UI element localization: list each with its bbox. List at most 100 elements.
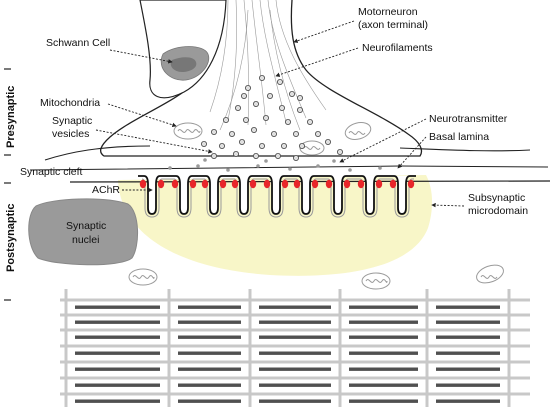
basal-lamina-folds bbox=[141, 178, 414, 218]
synaptic-vesicle bbox=[288, 91, 295, 98]
achr-receptor bbox=[263, 179, 271, 189]
neurotransmitter-dot bbox=[332, 159, 336, 163]
neurotransmitter-dot bbox=[348, 168, 352, 172]
synaptic-vesicle bbox=[258, 142, 265, 149]
thin-filament bbox=[60, 328, 530, 332]
z-line bbox=[64, 289, 68, 407]
synaptic-vesicle bbox=[292, 154, 299, 161]
label-motorneuron: Motorneuron bbox=[358, 6, 418, 18]
thick-filament bbox=[349, 399, 418, 403]
myofibrils bbox=[60, 289, 530, 407]
label-basal-lamina: Basal lamina bbox=[429, 131, 489, 143]
label-synaptic-nuclei-1: Synaptic bbox=[66, 220, 106, 232]
thick-filament bbox=[436, 305, 500, 309]
thick-filament bbox=[349, 320, 418, 324]
synaptic-vesicle bbox=[276, 79, 283, 86]
achr-receptor bbox=[389, 179, 397, 189]
mitochondrion bbox=[476, 264, 504, 284]
synaptic-vesicle bbox=[278, 105, 285, 112]
label-subsynaptic-2: microdomain bbox=[468, 205, 528, 217]
schwann-nucleus-inner bbox=[170, 57, 197, 72]
synaptic-vesicle bbox=[262, 115, 269, 122]
thin-filament bbox=[60, 392, 530, 396]
label-synaptic-vesicles-1: Synaptic bbox=[52, 115, 92, 127]
neurotransmitter-dot bbox=[264, 159, 268, 163]
achr-receptor bbox=[375, 179, 383, 189]
neurotransmitter-dot bbox=[226, 168, 230, 172]
arrow-mitochondria bbox=[107, 103, 177, 127]
label-axon-terminal: (axon terminal) bbox=[358, 19, 428, 31]
thick-filament bbox=[349, 367, 418, 371]
label-mitochondria: Mitochondria bbox=[40, 97, 100, 109]
arrow-synaptic-vesicles bbox=[95, 129, 213, 154]
synaptic-vesicle bbox=[240, 93, 247, 100]
achr-receptor bbox=[231, 179, 239, 189]
synaptic-vesicle bbox=[270, 130, 277, 137]
label-achr: AChR bbox=[92, 184, 120, 196]
achr-receptor bbox=[357, 179, 365, 189]
achr-receptor bbox=[293, 179, 301, 189]
z-line bbox=[248, 289, 252, 407]
mitochondria bbox=[173, 122, 372, 156]
neurotransmitter-dot bbox=[256, 164, 260, 168]
thick-filament bbox=[178, 305, 241, 309]
synaptic-vesicle bbox=[292, 130, 299, 137]
achr-receptor bbox=[311, 179, 319, 189]
label-synaptic-cleft: Synaptic cleft bbox=[20, 166, 83, 178]
label-neurotransmitter: Neurotransmitter bbox=[429, 113, 508, 125]
synaptic-vesicle bbox=[238, 138, 245, 145]
synaptic-vesicle bbox=[218, 142, 225, 149]
thick-filament bbox=[436, 399, 500, 403]
z-line bbox=[425, 289, 429, 407]
thin-filament bbox=[60, 298, 530, 302]
synaptic-vesicle bbox=[244, 85, 251, 92]
label-synaptic-nuclei-2: nuclei bbox=[72, 234, 99, 246]
achr-receptor bbox=[171, 179, 179, 189]
arrow-subsynaptic bbox=[431, 202, 465, 208]
thick-filament bbox=[178, 399, 241, 403]
synaptic-vesicle bbox=[324, 138, 331, 145]
thick-filament bbox=[75, 367, 160, 371]
side-label-postsynaptic: Postsynaptic bbox=[5, 204, 17, 272]
thick-filament bbox=[436, 383, 500, 387]
synaptic-vesicle bbox=[210, 128, 217, 135]
arrow-motorneuron bbox=[293, 20, 355, 43]
synaptic-vesicle bbox=[252, 101, 259, 108]
thick-filament bbox=[75, 305, 160, 309]
label-neurofilaments: Neurofilaments bbox=[362, 42, 433, 54]
thick-filament bbox=[349, 383, 418, 387]
neurotransmitter-dot bbox=[378, 166, 382, 170]
synaptic-vesicle bbox=[228, 130, 235, 137]
thick-filament bbox=[75, 351, 160, 355]
thick-filament bbox=[178, 383, 241, 387]
achr-receptor bbox=[201, 179, 209, 189]
synaptic-vesicle bbox=[234, 105, 241, 112]
mitochondrion bbox=[173, 122, 203, 140]
achr-receptor bbox=[249, 179, 257, 189]
synaptic-vesicle bbox=[266, 93, 273, 100]
synaptic-nucleus bbox=[28, 198, 138, 266]
synaptic-vesicle bbox=[296, 107, 303, 114]
thick-filament bbox=[436, 335, 500, 339]
synaptic-vesicle bbox=[336, 148, 343, 155]
thick-filament bbox=[436, 367, 500, 371]
achr-receptor bbox=[325, 179, 333, 189]
schwann-cell-envelope-left bbox=[44, 145, 151, 161]
thin-filament bbox=[60, 344, 530, 348]
thick-filament bbox=[259, 399, 331, 403]
muscle-mitochondria bbox=[128, 264, 504, 290]
schwann-cell-envelope-right bbox=[399, 147, 531, 152]
junctional-folds bbox=[138, 175, 416, 215]
thin-filament bbox=[60, 376, 530, 380]
thick-filament bbox=[349, 351, 418, 355]
achr-receptor bbox=[157, 179, 165, 189]
neurotransmitter-dot bbox=[168, 166, 172, 170]
synaptic-vesicle bbox=[222, 117, 229, 124]
thick-filament bbox=[75, 399, 160, 403]
side-label-presynaptic: Presynaptic bbox=[5, 86, 17, 148]
synaptic-vesicle bbox=[210, 152, 217, 159]
thick-filament bbox=[75, 320, 160, 324]
synaptic-vesicle bbox=[296, 95, 303, 102]
achr-receptor bbox=[139, 179, 147, 189]
